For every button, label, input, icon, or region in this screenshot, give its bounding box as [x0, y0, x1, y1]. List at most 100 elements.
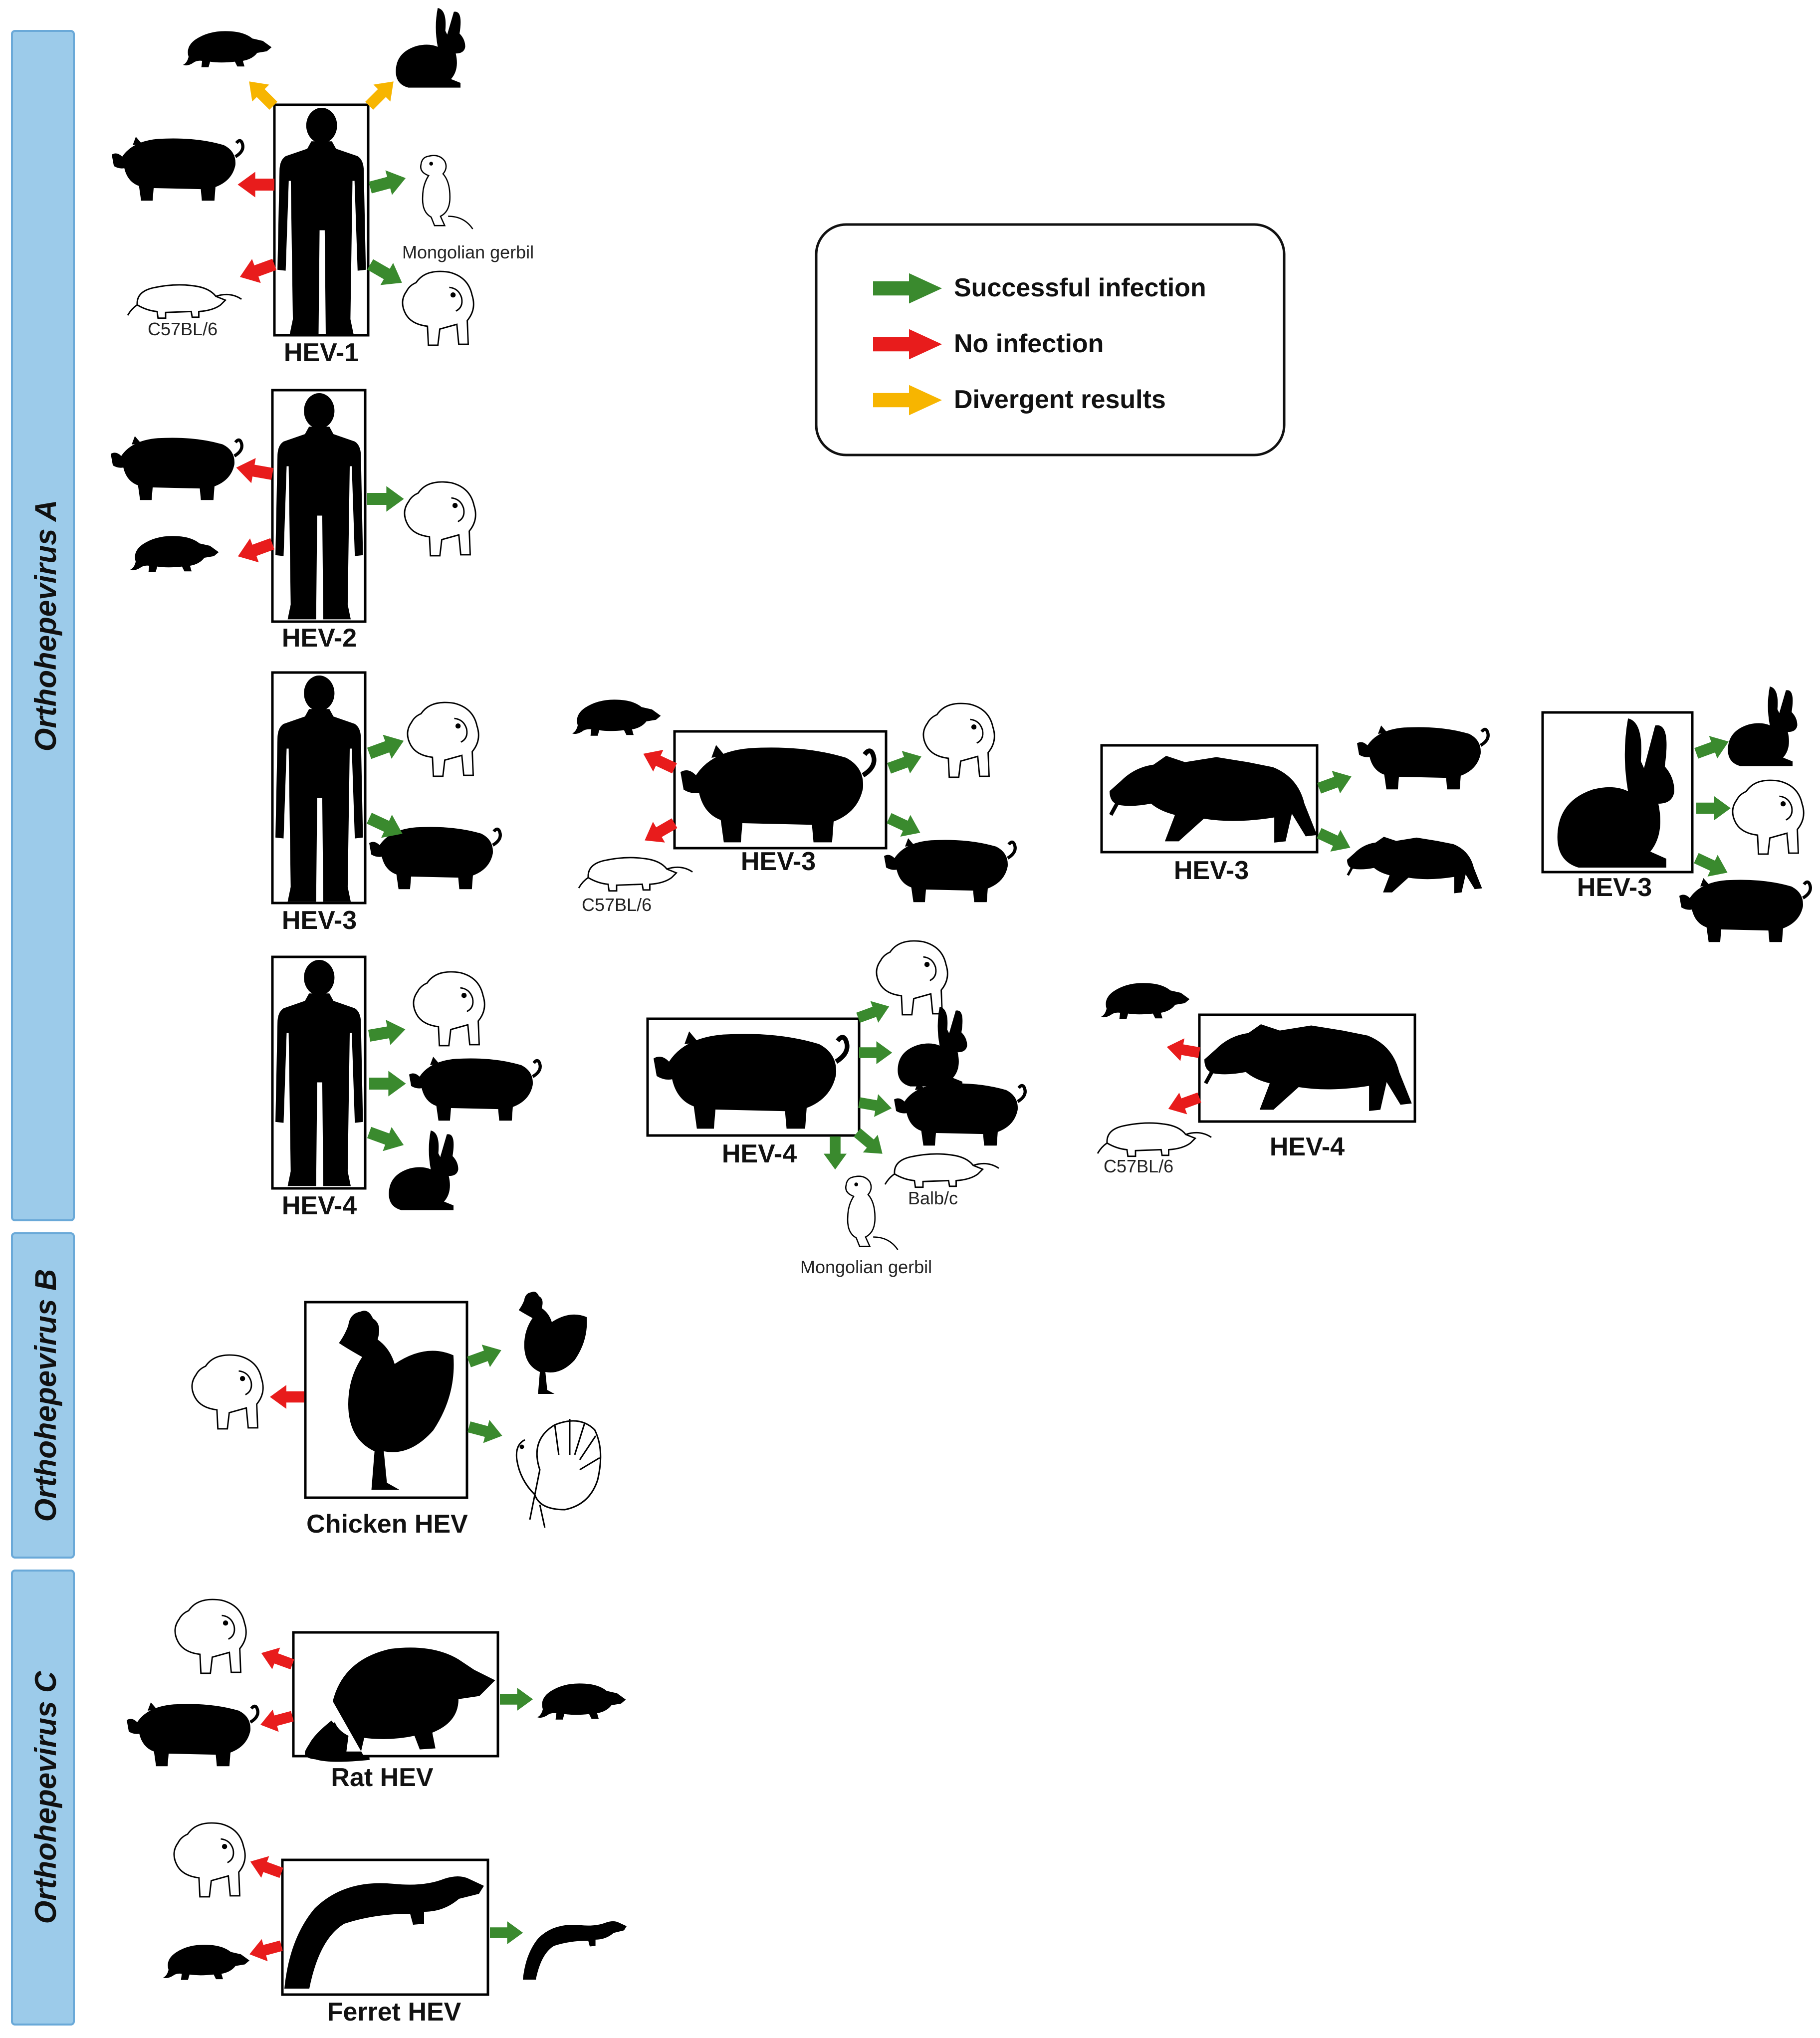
- strain-label-gerbil: Mongolian gerbil: [402, 242, 534, 262]
- monkey-icon: [876, 940, 948, 1016]
- band-label-a: Orthohepevirus A: [29, 500, 62, 752]
- arrow-success: [500, 1687, 533, 1711]
- arrow-success: [365, 1120, 408, 1157]
- arrow-success: [884, 807, 925, 844]
- arrow-success: [464, 1339, 506, 1373]
- legend: Successful infection No infection Diverg…: [815, 223, 1286, 456]
- gerbil-icon: [845, 1175, 899, 1251]
- monkey-icon: [173, 1822, 246, 1898]
- ferret-icon: [523, 1921, 627, 1980]
- arrow-no-infection: [1164, 1087, 1203, 1120]
- pig-icon: [894, 1082, 1025, 1145]
- pig-icon: [112, 137, 243, 201]
- arrow-success: [465, 1415, 505, 1448]
- legend-none-label: No infection: [954, 329, 1104, 358]
- arrow-no-infection: [233, 531, 277, 569]
- pig-icon: [409, 1057, 540, 1121]
- rat-icon: [572, 699, 661, 736]
- arrow-no-infection: [270, 1385, 304, 1409]
- arrow-no-infection: [257, 1642, 296, 1675]
- monkey-icon: [413, 971, 485, 1047]
- turkey-icon: [515, 1418, 602, 1529]
- arrow-success: [367, 486, 404, 512]
- legend-divergent-label: Divergent results: [954, 385, 1166, 414]
- arrow-no-infection: [234, 455, 275, 487]
- arrow-success: [857, 1091, 894, 1120]
- hev2-group: HEV-2: [111, 389, 476, 653]
- band-orthohepevirus-c: Orthohepevirus C: [11, 1570, 75, 2026]
- gerbil-icon: [420, 155, 473, 230]
- arrow-success: [367, 1017, 408, 1049]
- arrow-success: [490, 1921, 523, 1945]
- caption-chicken-hev: Chicken HEV: [306, 1510, 468, 1539]
- monkey-icon: [1732, 779, 1805, 855]
- pig-icon: [127, 1702, 258, 1766]
- rat-hev-group: Rat HEV: [127, 1598, 626, 1792]
- rat-icon: [1101, 983, 1190, 1019]
- arrow-success: [1691, 847, 1733, 884]
- caption-hev2: HEV-2: [282, 624, 357, 653]
- hev3-rabbit-group: HEV-3: [1541, 686, 1811, 942]
- arrow-success: [365, 728, 408, 766]
- rat-icon: [130, 536, 219, 572]
- pig-icon: [884, 838, 1015, 902]
- rabbit-icon: [898, 1007, 967, 1087]
- strain-label-balbc: Balb/c: [908, 1188, 958, 1208]
- pig-icon: [1679, 878, 1811, 942]
- caption-hev1: HEV-1: [284, 338, 359, 367]
- arrow-no-infection: [235, 252, 279, 289]
- arrow-success: [823, 1136, 847, 1170]
- arrow-success: [885, 745, 926, 780]
- chicken-icon: [518, 1292, 587, 1394]
- hev4-boar-group: HEV-4 C57BL/6: [1097, 983, 1416, 1176]
- caption-hev4-human: HEV-4: [282, 1191, 357, 1220]
- band-orthohepevirus-b: Orthohepevirus B: [11, 1232, 75, 1559]
- arrow-no-infection: [237, 172, 274, 198]
- caption-hev3-rabbit: HEV-3: [1577, 873, 1652, 902]
- strain-label-c57: C57BL/6: [148, 319, 218, 339]
- rabbit-icon: [396, 8, 465, 88]
- caption-hev4-boar: HEV-4: [1270, 1132, 1345, 1161]
- caption-hev4-pig: HEV-4: [722, 1139, 797, 1168]
- hev3-boar-group: HEV-3: [1100, 725, 1488, 893]
- wild-boar-icon: [1347, 837, 1482, 893]
- band-label-c: Orthohepevirus C: [29, 1670, 62, 1924]
- hev4-pig-group: HEV-4 Balb/c Mongolian gerbil: [646, 940, 1025, 1277]
- strain-label-gerbil: Mongolian gerbil: [800, 1257, 932, 1277]
- caption-rat-hev: Rat HEV: [331, 1763, 433, 1792]
- caption-ferret-hev: Ferret HEV: [327, 1998, 461, 2027]
- strain-label-c57: C57BL/6: [582, 895, 652, 915]
- monkey-icon: [407, 701, 479, 777]
- arrow-no-infection: [246, 1934, 284, 1966]
- strain-label-c57: C57BL/6: [1104, 1156, 1173, 1176]
- rat-icon: [537, 1683, 626, 1720]
- caption-hev3-boar: HEV-3: [1174, 856, 1249, 885]
- arrow-no-infection: [257, 1705, 295, 1736]
- rat-icon: [163, 1945, 250, 1980]
- hev1-group: HEV-1 C57BL/6 Mongolian gerbil: [112, 8, 534, 367]
- ferret-hev-group: Ferret HEV: [163, 1822, 627, 2027]
- monkey-icon: [922, 702, 995, 778]
- arrow-success: [1696, 796, 1731, 820]
- mouse-icon: [1097, 1122, 1212, 1157]
- caption-hev3-pig: HEV-3: [741, 847, 816, 876]
- monkey-icon: [404, 481, 476, 557]
- band-orthohepevirus-a: Orthohepevirus A: [11, 30, 75, 1221]
- arrow-success: [367, 166, 409, 200]
- arrow-success: [859, 1041, 893, 1065]
- monkey-icon: [191, 1354, 264, 1430]
- monkey-icon: [174, 1598, 247, 1674]
- arrow-success: [1692, 730, 1733, 765]
- rabbit-icon: [1728, 686, 1798, 766]
- pig-icon: [111, 436, 242, 500]
- mouse-icon: [884, 1153, 1000, 1188]
- band-label-b: Orthohepevirus B: [29, 1269, 62, 1522]
- monkey-icon: [402, 270, 474, 346]
- chicken-hev-group: Chicken HEV: [191, 1292, 602, 1539]
- legend-success-label: Successful infection: [954, 273, 1206, 302]
- arrow-success: [1315, 765, 1356, 800]
- arrow-success: [1314, 822, 1356, 859]
- hev3-pig-group: HEV-3 C57BL/6: [572, 699, 1015, 915]
- arrow-no-infection: [1164, 1035, 1202, 1064]
